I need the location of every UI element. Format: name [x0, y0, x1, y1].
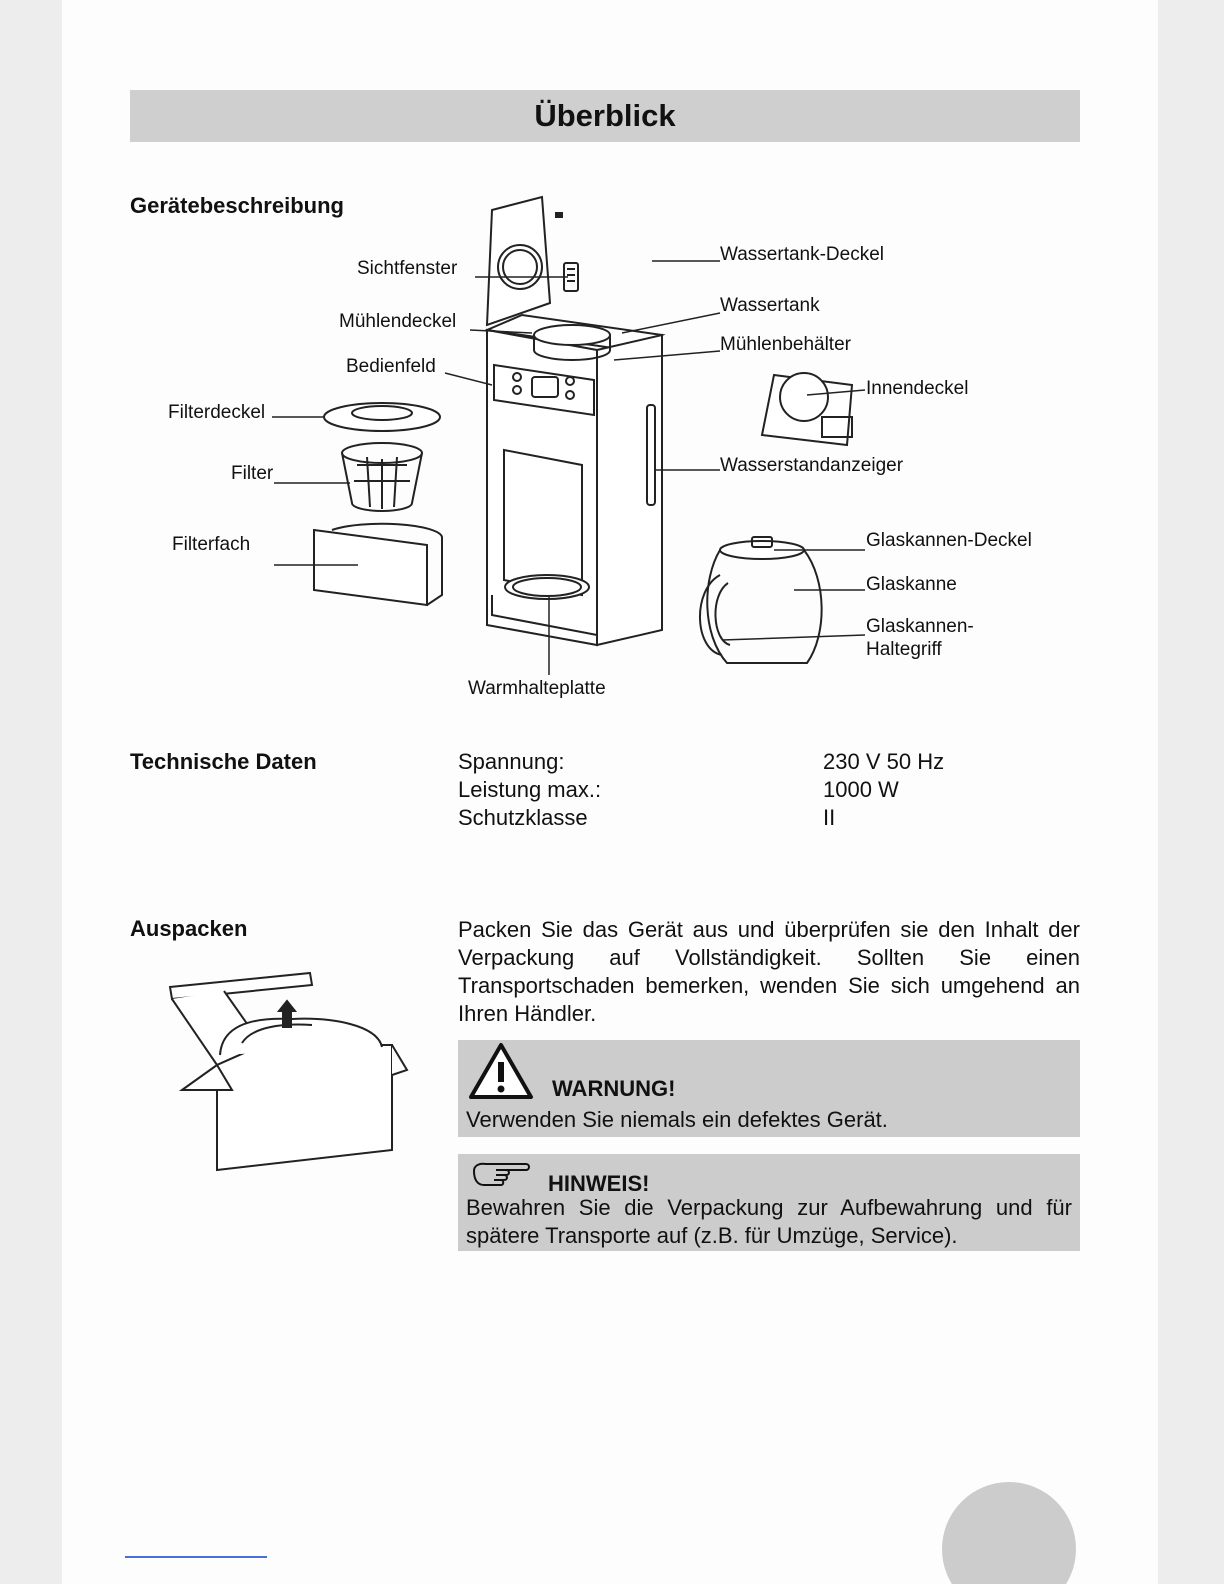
manual-page: Überblick Gerätebeschreibung: [62, 0, 1158, 1584]
warning-box: WARNUNG! Verwenden Sie niemals ein defek…: [458, 1040, 1080, 1137]
warning-title: WARNUNG!: [552, 1076, 676, 1101]
label-glaskannen-haltegriff-2: Haltegriff: [866, 639, 942, 660]
unpack-text: Packen Sie das Gerät aus und überprüfen …: [458, 917, 1080, 1026]
tech-value: 1000 W: [823, 777, 899, 802]
page-number-badge: [942, 1482, 1076, 1584]
unpack-heading: Auspacken: [130, 916, 248, 941]
hint-box: HINWEIS! Bewahren Sie die Verpackung zur…: [458, 1154, 1080, 1251]
tech-heading: Technische Daten: [130, 749, 317, 774]
label-glaskanne: Glaskanne: [866, 574, 957, 595]
device-heading: Gerätebeschreibung: [130, 193, 344, 218]
label-muehlenbehaelter: Mühlenbehälter: [720, 334, 851, 355]
label-sichtfenster: Sichtfenster: [357, 258, 458, 279]
label-glaskannen-haltegriff-1: Glaskannen-: [866, 616, 974, 637]
device-diagram: Sichtfenster Mühlendeckel Bedienfeld Fil…: [62, 185, 1158, 725]
box-unpacking-illustration: [168, 971, 409, 1172]
tech-value: II: [823, 805, 836, 830]
pointing-hand-icon: [473, 1162, 530, 1186]
tech-label: Schutzklasse: [458, 805, 588, 830]
label-muehlendeckel: Mühlendeckel: [339, 311, 457, 332]
hint-text: Bewahren Sie die Verpackung zur Aufbewah…: [466, 1195, 1072, 1248]
tech-label: Leistung max.:: [458, 777, 602, 802]
label-innendeckel: Innendeckel: [866, 378, 969, 399]
label-glaskannen-deckel: Glaskannen-Deckel: [866, 530, 1032, 551]
label-filter: Filter: [231, 463, 274, 484]
label-wassertank: Wassertank: [720, 295, 820, 316]
coffee-machine-illustration: [272, 195, 866, 675]
tech-value: 230 V 50 Hz: [823, 749, 945, 774]
label-warmhalteplatte: Warmhalteplatte: [468, 678, 606, 699]
warning-text: Verwenden Sie niemals ein defektes Gerät…: [466, 1107, 888, 1132]
label-filterfach: Filterfach: [172, 534, 251, 555]
label-bedienfeld: Bedienfeld: [346, 356, 436, 377]
page-title: Überblick: [534, 98, 676, 133]
label-wassertank-deckel: Wassertank-Deckel: [720, 244, 885, 265]
warning-triangle-icon: [469, 1043, 533, 1099]
label-wasserstandanzeiger: Wasserstandanzeiger: [720, 455, 904, 476]
label-filterdeckel: Filterdeckel: [168, 402, 266, 423]
hint-title: HINWEIS!: [548, 1171, 650, 1196]
footer-rule: [125, 1556, 267, 1558]
tech-label: Spannung:: [458, 749, 565, 774]
title-bar: Überblick: [130, 90, 1080, 142]
